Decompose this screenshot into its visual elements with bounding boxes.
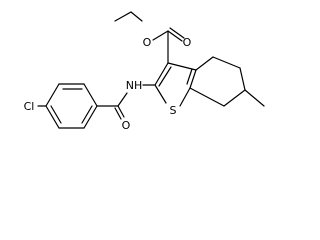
- amide-bonds: [96, 84, 156, 120]
- bond-c7a-c3a-inner: [186, 68, 193, 85]
- chlorine-label: Cl: [24, 100, 35, 113]
- bond-ar4-ar5: [45, 105, 60, 129]
- bond-c3-c2: [154, 62, 169, 86]
- bond-c3a-c3: [167, 62, 197, 71]
- bond-ester-c-o-double-b: [169, 27, 185, 39]
- molecule-drawing: O O NH S O Cl: [24, 11, 265, 132]
- bond-ethyl-ch2-o: [130, 11, 143, 22]
- structure-canvas: O O NH S O Cl: [24, 11, 265, 132]
- amide-nitrogen-label: NH: [126, 79, 143, 92]
- ester-oxygen-single-label: O: [143, 36, 152, 49]
- bond-c7-c7a: [189, 87, 225, 107]
- bond-s-c7a: [179, 87, 191, 107]
- bond-ar6-ar1: [83, 105, 98, 129]
- bond-amide-c-o-double-a: [117, 105, 125, 118]
- amide-oxygen-label: O: [122, 119, 131, 132]
- ester-oxygen-carbonyl-label: O: [183, 36, 192, 49]
- bond-n-carbonyl-c: [117, 92, 128, 107]
- bond-ethyl-ch3-ch2: [114, 11, 132, 22]
- bond-ar6-ar1-inner: [81, 105, 93, 124]
- bond-c5-c6: [239, 67, 246, 91]
- bond-ester-c-o-double-a: [167, 30, 183, 42]
- bond-ar1-ar2: [83, 83, 98, 107]
- ethyl-ester-bonds: [114, 11, 185, 64]
- bond-ar3-ar4: [45, 83, 60, 107]
- bond-c7a-c3a: [189, 69, 197, 89]
- bond-amide-c-o-double-b: [114, 107, 122, 120]
- cyclohexane-ring-bonds: [189, 56, 265, 107]
- bond-c3-c2-inner: [158, 66, 172, 87]
- bond-o-carbonyl-c: [152, 30, 169, 41]
- thiophene-sulfur-label: S: [170, 104, 177, 117]
- bond-c2-s: [154, 84, 167, 104]
- bond-ar4-ar5-inner: [50, 105, 62, 124]
- bond-c3a-c4: [195, 56, 214, 71]
- bond-c6-c7: [223, 89, 246, 107]
- thiophene-ring-bonds: [154, 62, 197, 107]
- chlorophenyl-ring-bonds: [37, 83, 98, 129]
- bond-c6-methyl: [244, 89, 265, 107]
- bond-c4-c5: [212, 56, 241, 69]
